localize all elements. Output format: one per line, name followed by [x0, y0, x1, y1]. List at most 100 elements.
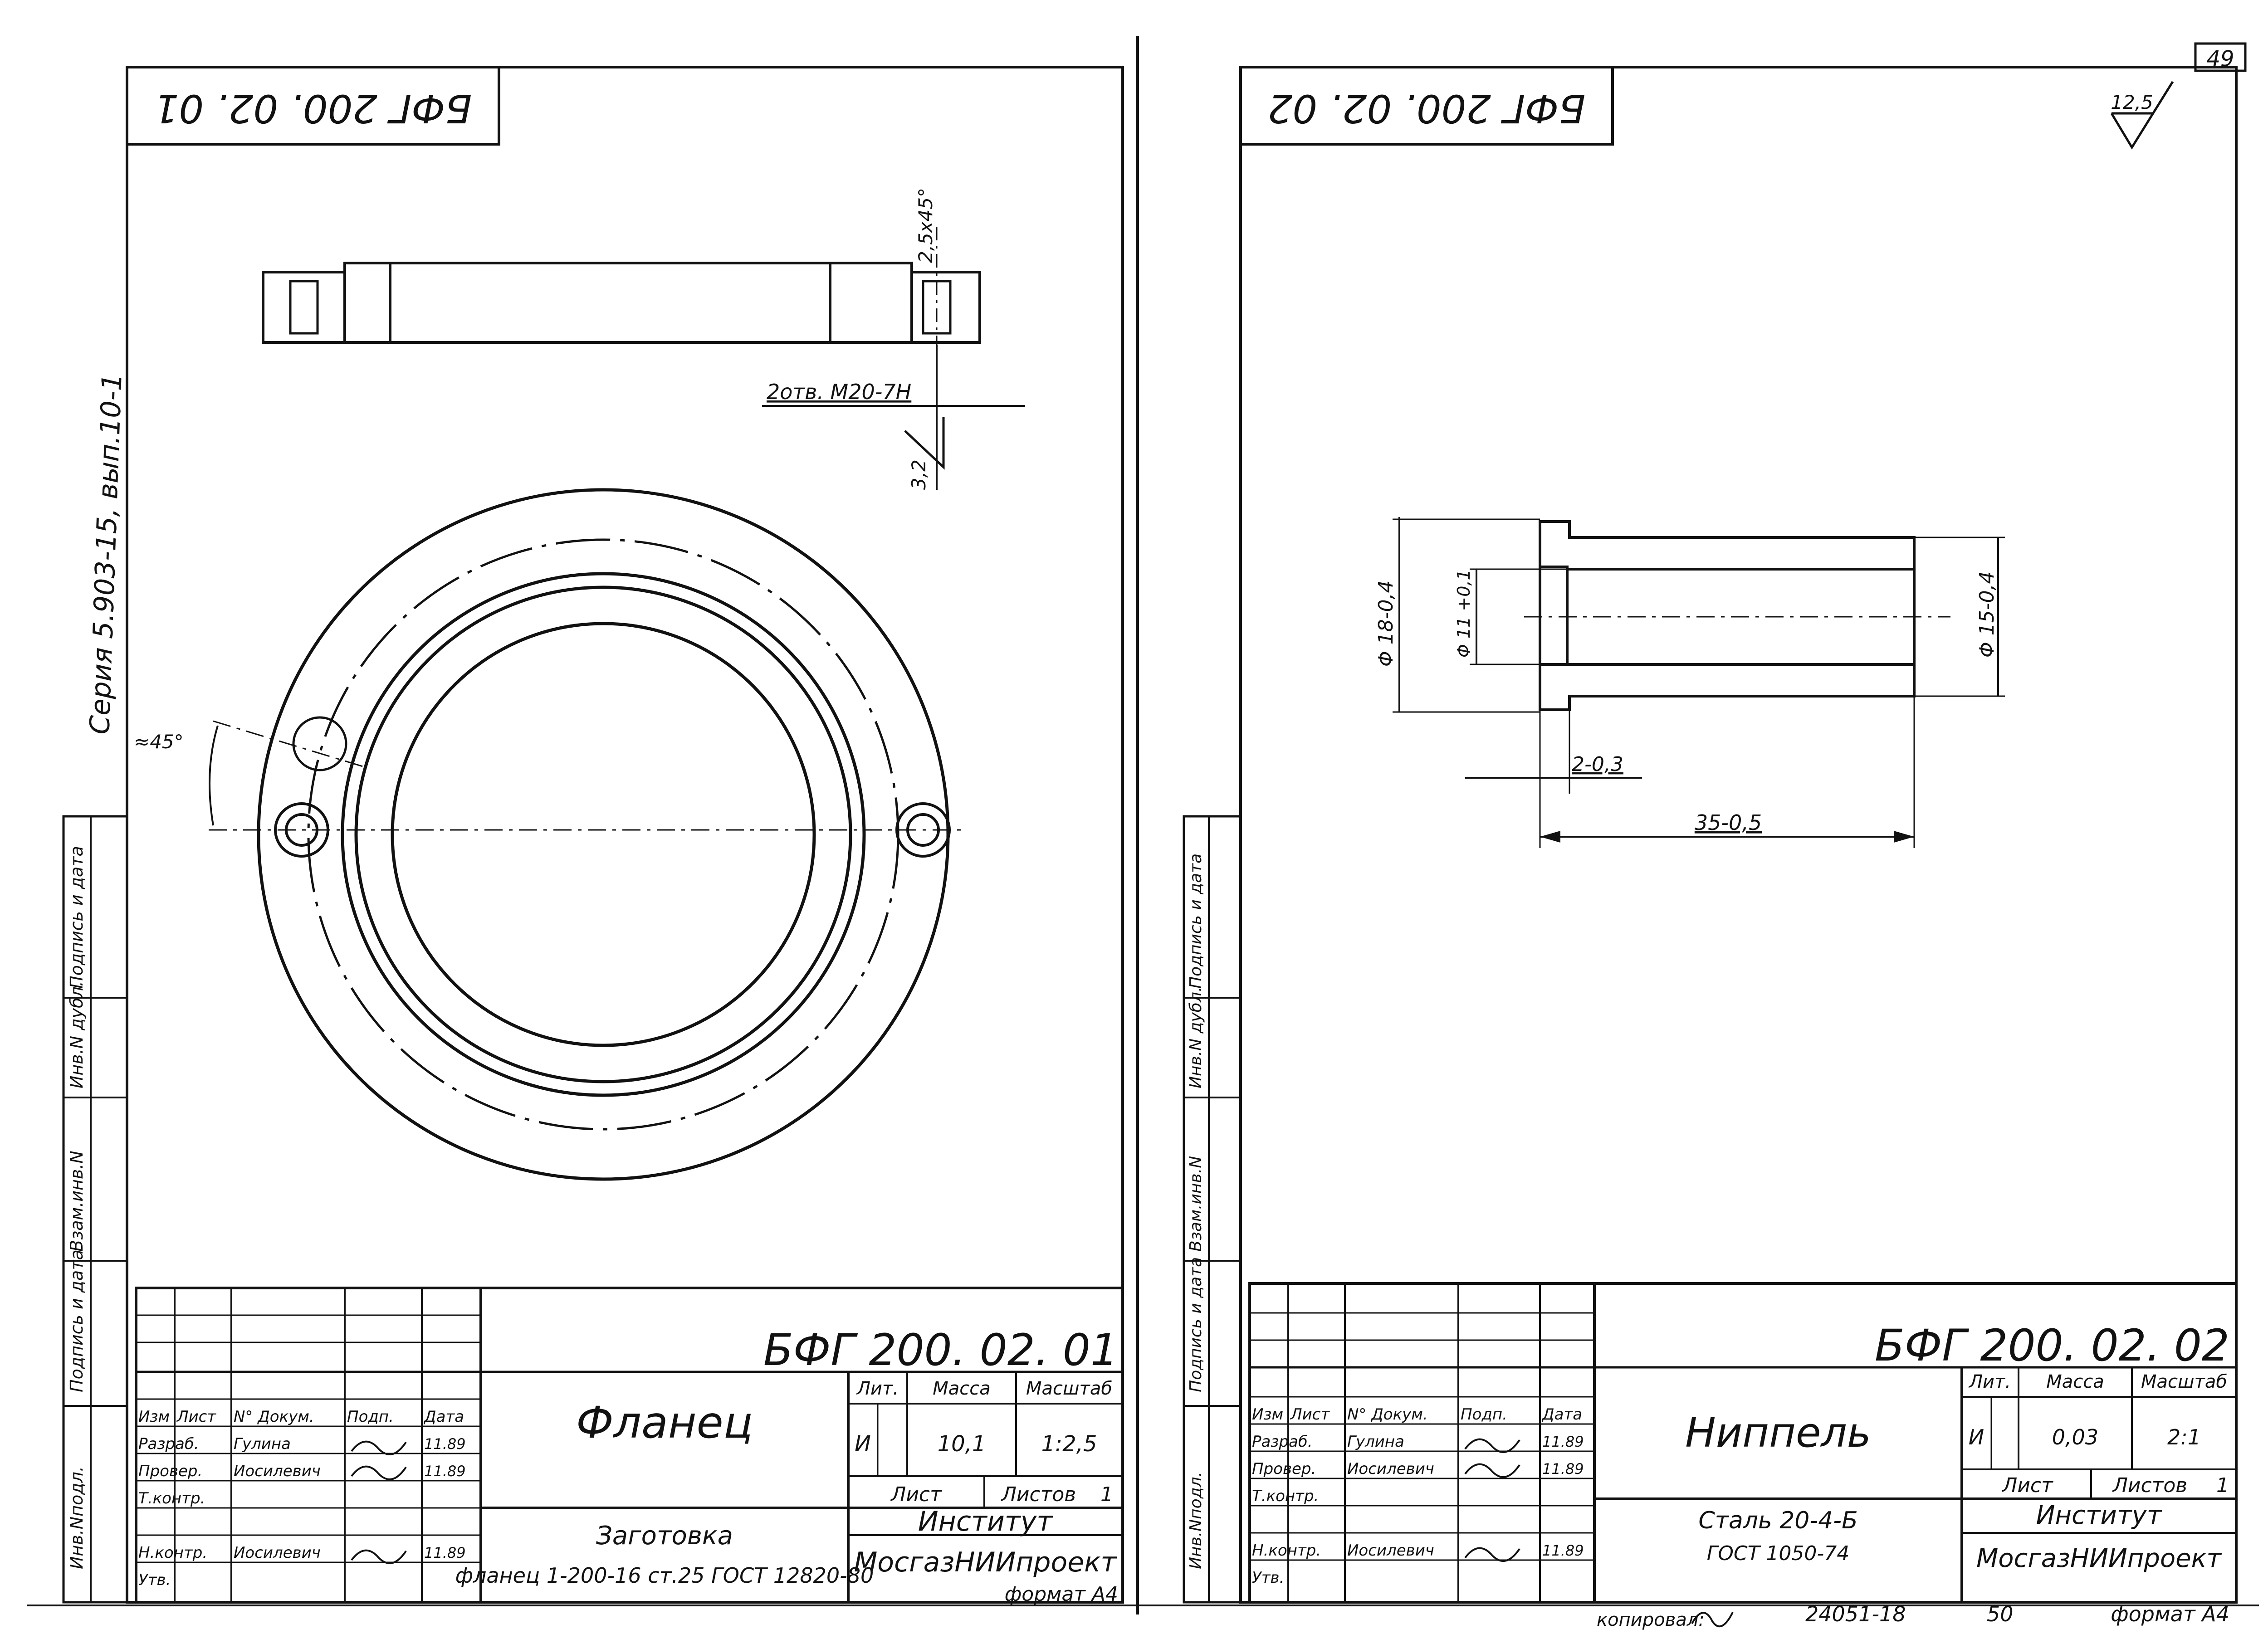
mass-label: Масса	[2046, 1371, 2104, 1392]
format-label: формат А4	[1005, 1583, 1118, 1606]
lit-label: Лит.	[1968, 1371, 2011, 1392]
dim-flange-width: 2-0,3	[1572, 753, 1623, 776]
role-name: Гулина	[234, 1435, 291, 1453]
side-label: Подпись и дата	[67, 846, 87, 989]
drawing-title: Ниппель	[1685, 1409, 1871, 1457]
chamfer-dim: 2,5x45°	[914, 188, 937, 263]
role-date: 11.89	[424, 1435, 466, 1453]
signature	[351, 1440, 407, 1455]
role-name: Гулина	[1347, 1433, 1404, 1451]
stamp-header: Подп.	[1461, 1405, 1507, 1424]
dim-length: 35-0,5	[1695, 810, 1762, 835]
stamp-header: Изм	[1252, 1405, 1283, 1424]
sheets-value: 1	[2216, 1474, 2229, 1497]
role-date: 11.89	[424, 1544, 466, 1561]
role-name: Иосилевич	[1347, 1460, 1434, 1478]
scale-value: 2:1	[2167, 1425, 2201, 1449]
copied-label: копировал:	[1597, 1610, 1705, 1630]
roughness-mark	[2110, 81, 2174, 150]
role-label: Разраб.	[1252, 1433, 1313, 1451]
stamp-header: Лист	[176, 1408, 216, 1426]
sheet-label: Лист	[2001, 1474, 2053, 1497]
flange-plan-view: ≈45°	[134, 488, 962, 1181]
roughness-dim: 3,2	[908, 459, 930, 490]
sheet-label: Лист	[890, 1483, 942, 1506]
stamp-header: N° Докум.	[1347, 1405, 1428, 1424]
signature	[351, 1549, 407, 1564]
corner-code-box	[126, 66, 500, 146]
side-label: Взам.инв.N	[1187, 1156, 1205, 1252]
role-name: Иосилевич	[234, 1544, 321, 1562]
stamp-header: Подп.	[347, 1408, 394, 1426]
org-line-2: МосгазНИИпроект	[854, 1546, 1118, 1578]
nipple-section-view: Φ 18-0,4 Φ 11 +0,1 Φ 15-0,4 2-0,3 35-0,5	[1374, 517, 2005, 848]
mass-value: 0,03	[2052, 1425, 2098, 1449]
stamp-header: N° Докум.	[234, 1408, 314, 1426]
role-name: Иосилевич	[1347, 1541, 1434, 1560]
side-label: Инв.N дубл.	[1187, 987, 1205, 1088]
role-date: 11.89	[1542, 1460, 1584, 1478]
role-label: Н.контр.	[138, 1544, 207, 1562]
role-label: Утв.	[1252, 1569, 1284, 1587]
org-line-1: Институт	[2036, 1501, 2162, 1530]
role-date: 11.89	[424, 1463, 466, 1480]
scale-label: Масштаб	[1026, 1378, 1112, 1399]
dim-inner: Φ 11 +0,1	[1454, 569, 1474, 658]
role-name: Иосилевич	[234, 1462, 321, 1480]
dim-outer: Φ 15-0,4	[1975, 571, 1999, 658]
role-label: Провер.	[1252, 1460, 1316, 1478]
corner-code: БФГ 200. 02. 01	[154, 86, 472, 131]
role-label: Утв.	[138, 1571, 171, 1589]
drawing-code: БФГ 200. 02. 01	[763, 1325, 1118, 1375]
lit-label: Лит.	[856, 1378, 899, 1399]
dim-outer-flange: Φ 18-0,4	[1374, 580, 1398, 667]
role-date: 11.89	[1542, 1542, 1584, 1559]
corner-code: БФГ 200. 02. 02	[1268, 86, 1586, 131]
sheet-flange: БФГ 200. 02. 01 Инв.Nподл. Подпись и дат…	[62, 66, 1124, 1606]
sheet-nipple: БФГ 200. 02. 02 Инв.Nподл. Подпись и дат…	[1183, 66, 2238, 1630]
side-label: Взам.инв.N	[67, 1151, 87, 1252]
signature	[1464, 1463, 1520, 1478]
flange-section-view: 2,5x45° 2отв. М20-7Н 3,2	[262, 188, 1025, 490]
material-line-1: Заготовка	[596, 1521, 733, 1551]
sheets-label: Листов	[1001, 1483, 1076, 1506]
lit-value: И	[1969, 1425, 1984, 1449]
role-date: 11.89	[1542, 1433, 1584, 1450]
role-label: Разраб.	[138, 1435, 199, 1453]
sheets-label: Листов	[2112, 1474, 2187, 1497]
side-label: Инв.Nподл.	[1187, 1472, 1205, 1569]
corner-code-box	[1239, 66, 1614, 146]
side-label: Подпись и дата	[1187, 1257, 1205, 1392]
sheet-number: 50	[1987, 1602, 2014, 1626]
angle-dim: ≈45°	[134, 731, 184, 753]
role-label: Провер.	[138, 1462, 202, 1480]
role-label: Т.контр.	[1252, 1487, 1319, 1505]
side-label: Подпись и дата	[67, 1249, 87, 1392]
material-line-2: фланец 1-200-16 ст.25 ГОСТ 12820-80	[455, 1563, 874, 1588]
material-line-2: ГОСТ 1050-74	[1707, 1542, 1850, 1565]
mass-label: Масса	[933, 1378, 991, 1399]
signature	[351, 1465, 407, 1480]
signature	[1464, 1547, 1520, 1562]
stamp-header: Изм	[138, 1408, 170, 1426]
mass-value: 10,1	[938, 1431, 986, 1457]
role-label: Н.контр.	[1252, 1541, 1321, 1560]
drawing-code: БФГ 200. 02. 02	[1875, 1320, 2229, 1371]
lit-value: И	[855, 1431, 871, 1457]
stamp-header: Дата	[1541, 1405, 1582, 1424]
role-label: Т.контр.	[138, 1489, 205, 1507]
signature	[1464, 1438, 1520, 1453]
stamp-header: Дата	[423, 1408, 464, 1426]
drawing-title: Фланец	[576, 1397, 753, 1448]
scale-label: Масштаб	[2141, 1371, 2227, 1392]
org-line-2: МосгазНИИпроект	[1976, 1544, 2222, 1573]
side-label: Инв.Nподл.	[67, 1466, 87, 1569]
holes-dim: 2отв. М20-7Н	[767, 380, 911, 404]
roughness-value: 12,5	[2111, 91, 2153, 113]
stamp-header: Лист	[1290, 1405, 1330, 1424]
sheets-value: 1	[1100, 1483, 1113, 1506]
title-block-flange: БФГ 200. 02. 01 Фланец Заготовка фланец …	[135, 1287, 1124, 1606]
scale-value: 1:2,5	[1041, 1431, 1097, 1457]
format-label: формат А4	[2111, 1602, 2229, 1626]
